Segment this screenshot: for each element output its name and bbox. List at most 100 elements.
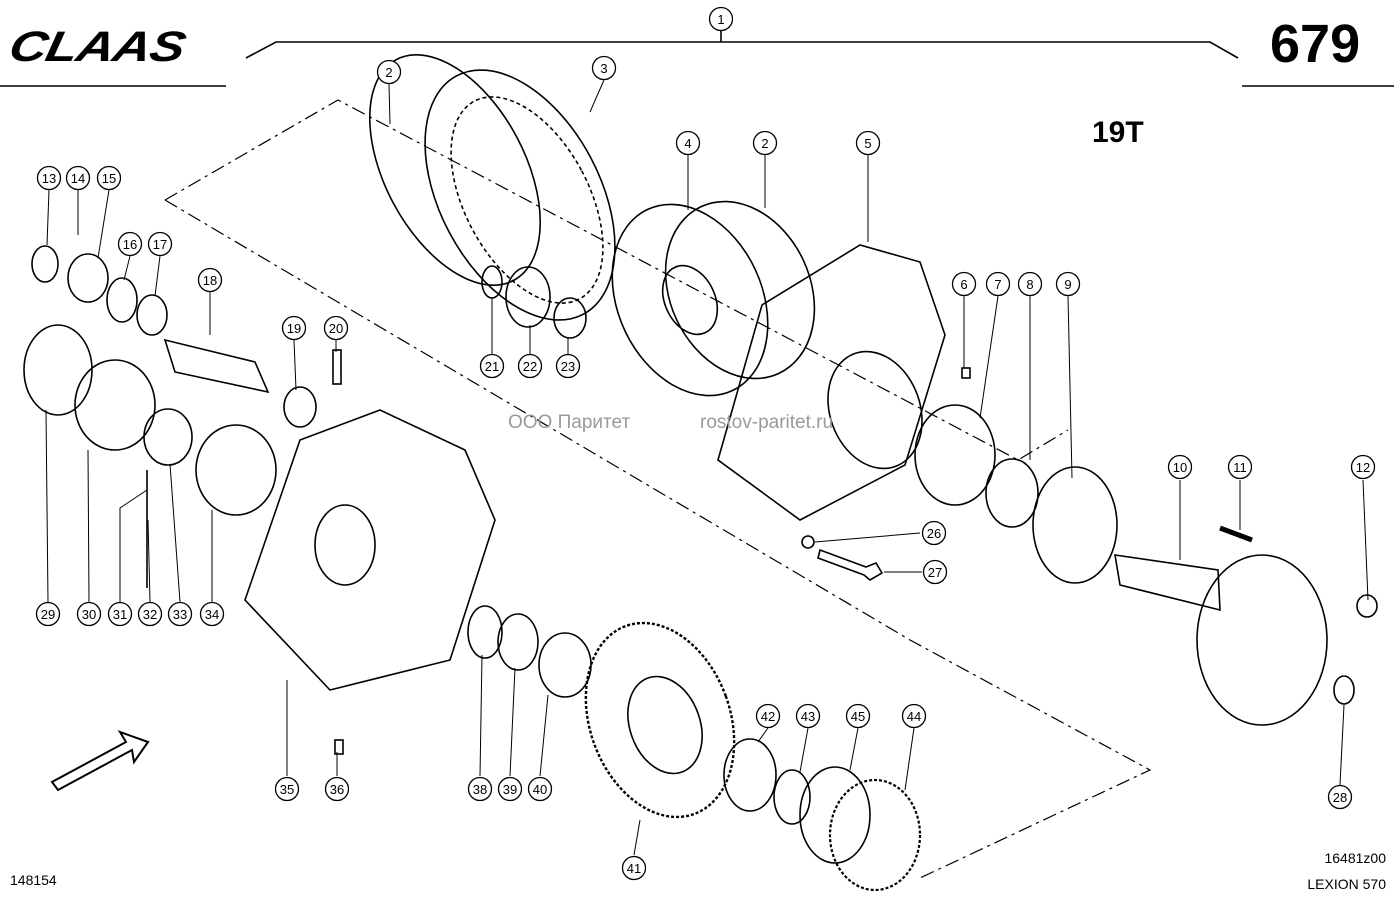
callout-14: 14 xyxy=(65,165,91,191)
bearing-19 xyxy=(283,386,317,428)
ring-gear-3-outer xyxy=(424,69,616,321)
callout-label: 10 xyxy=(1173,460,1187,475)
callout-label: 13 xyxy=(42,171,56,186)
bearing-42 xyxy=(723,738,777,812)
callout-36: 36 xyxy=(324,776,350,802)
callout-label: 8 xyxy=(1026,277,1033,292)
circlip-16 xyxy=(106,277,138,323)
callout-27: 27 xyxy=(922,559,948,585)
variant-label: 19T xyxy=(1092,116,1144,149)
callout-label: 20 xyxy=(329,321,343,336)
bearing-23 xyxy=(553,297,587,339)
callout-16: 16 xyxy=(117,231,143,257)
callout-label: 12 xyxy=(1356,460,1370,475)
housing-5 xyxy=(717,244,946,521)
callout-label: 6 xyxy=(960,277,967,292)
spacer-39 xyxy=(497,613,539,671)
bearing-7 xyxy=(914,404,996,506)
callout-45: 45 xyxy=(845,703,871,729)
bolt-20 xyxy=(332,349,342,385)
callout-15: 15 xyxy=(96,165,122,191)
washer-28 xyxy=(1333,675,1355,705)
callout-11: 11 xyxy=(1227,454,1253,480)
callout-label: 42 xyxy=(761,709,775,724)
seal-45 xyxy=(799,766,871,864)
callout-31: 31 xyxy=(107,601,133,627)
callout-29: 29 xyxy=(35,601,61,627)
callout-label: 44 xyxy=(907,709,921,724)
callout-label: 22 xyxy=(523,359,537,374)
cover-29 xyxy=(23,324,93,416)
plug-36 xyxy=(334,739,344,755)
callout-7: 7 xyxy=(985,271,1011,297)
watermark-right: rostov-paritet.ru xyxy=(700,412,834,433)
plug-6 xyxy=(961,367,971,379)
callout-label: 23 xyxy=(561,359,575,374)
callout-label: 35 xyxy=(280,782,294,797)
callout-label: 43 xyxy=(801,709,815,724)
callout-label: 40 xyxy=(533,782,547,797)
callout-label: 30 xyxy=(82,607,96,622)
callout-label: 19 xyxy=(287,321,301,336)
callout-label: 2 xyxy=(385,65,392,80)
callout-20: 20 xyxy=(323,315,349,341)
callout-43: 43 xyxy=(795,703,821,729)
callout-32: 32 xyxy=(137,601,163,627)
callout-3: 3 xyxy=(591,55,617,81)
callout-label: 33 xyxy=(173,607,187,622)
footer-model: LEXION 570 xyxy=(1307,876,1386,892)
callout-label: 27 xyxy=(928,565,942,580)
callout-8: 8 xyxy=(1017,271,1043,297)
callout-label: 21 xyxy=(485,359,499,374)
callout-2: 2 xyxy=(376,59,402,85)
callout-label: 11 xyxy=(1233,460,1247,475)
callout-label: 31 xyxy=(113,607,127,622)
callout-38: 38 xyxy=(467,776,493,802)
callout-label: 39 xyxy=(503,782,517,797)
o-ring-30 xyxy=(74,359,156,451)
callout-1: 1 xyxy=(708,6,734,32)
nut-12 xyxy=(1356,594,1378,618)
callout-label: 3 xyxy=(600,61,607,76)
planet-carrier-4 xyxy=(611,203,769,397)
callout-label: 17 xyxy=(153,237,167,252)
footer-drawing-code: 16481z00 xyxy=(1324,850,1386,866)
gear-housing-35 xyxy=(244,409,496,691)
seal-13 xyxy=(31,245,59,283)
callout-label: 5 xyxy=(864,136,871,151)
callout-label: 26 xyxy=(927,526,941,541)
callout-6: 6 xyxy=(951,271,977,297)
callout-28: 28 xyxy=(1327,784,1353,810)
assembly-outline xyxy=(164,99,1069,461)
callout-39: 39 xyxy=(497,776,523,802)
callout-label: 2 xyxy=(761,136,768,151)
callout-label: 29 xyxy=(41,607,55,622)
callout-19: 19 xyxy=(281,315,307,341)
bolt-27 xyxy=(817,548,884,581)
hub-10 xyxy=(1196,554,1328,726)
callout-label: 28 xyxy=(1333,790,1347,805)
callout-label: 34 xyxy=(205,607,219,622)
callout-40: 40 xyxy=(527,776,553,802)
callout-label: 15 xyxy=(102,171,116,186)
callout-13: 13 xyxy=(36,165,62,191)
watermark-left: ООО Паритет xyxy=(508,412,631,433)
callout-26: 26 xyxy=(921,520,947,546)
spur-gear-41 xyxy=(584,621,736,819)
callout-18: 18 xyxy=(197,267,223,293)
o-ring-2b xyxy=(664,200,816,380)
callout-41: 41 xyxy=(621,855,647,881)
callout-label: 18 xyxy=(203,273,217,288)
output-shaft-10 xyxy=(1114,554,1221,612)
callout-label: 16 xyxy=(123,237,137,252)
direction-arrow-icon xyxy=(50,730,150,792)
bolt-11 xyxy=(1219,525,1253,543)
callout-21: 21 xyxy=(479,353,505,379)
page-number: 679 xyxy=(1270,14,1361,74)
spacer-8 xyxy=(985,458,1039,528)
nut-33 xyxy=(143,408,193,466)
callout-5: 5 xyxy=(855,130,881,156)
callout-label: 7 xyxy=(994,277,1001,292)
